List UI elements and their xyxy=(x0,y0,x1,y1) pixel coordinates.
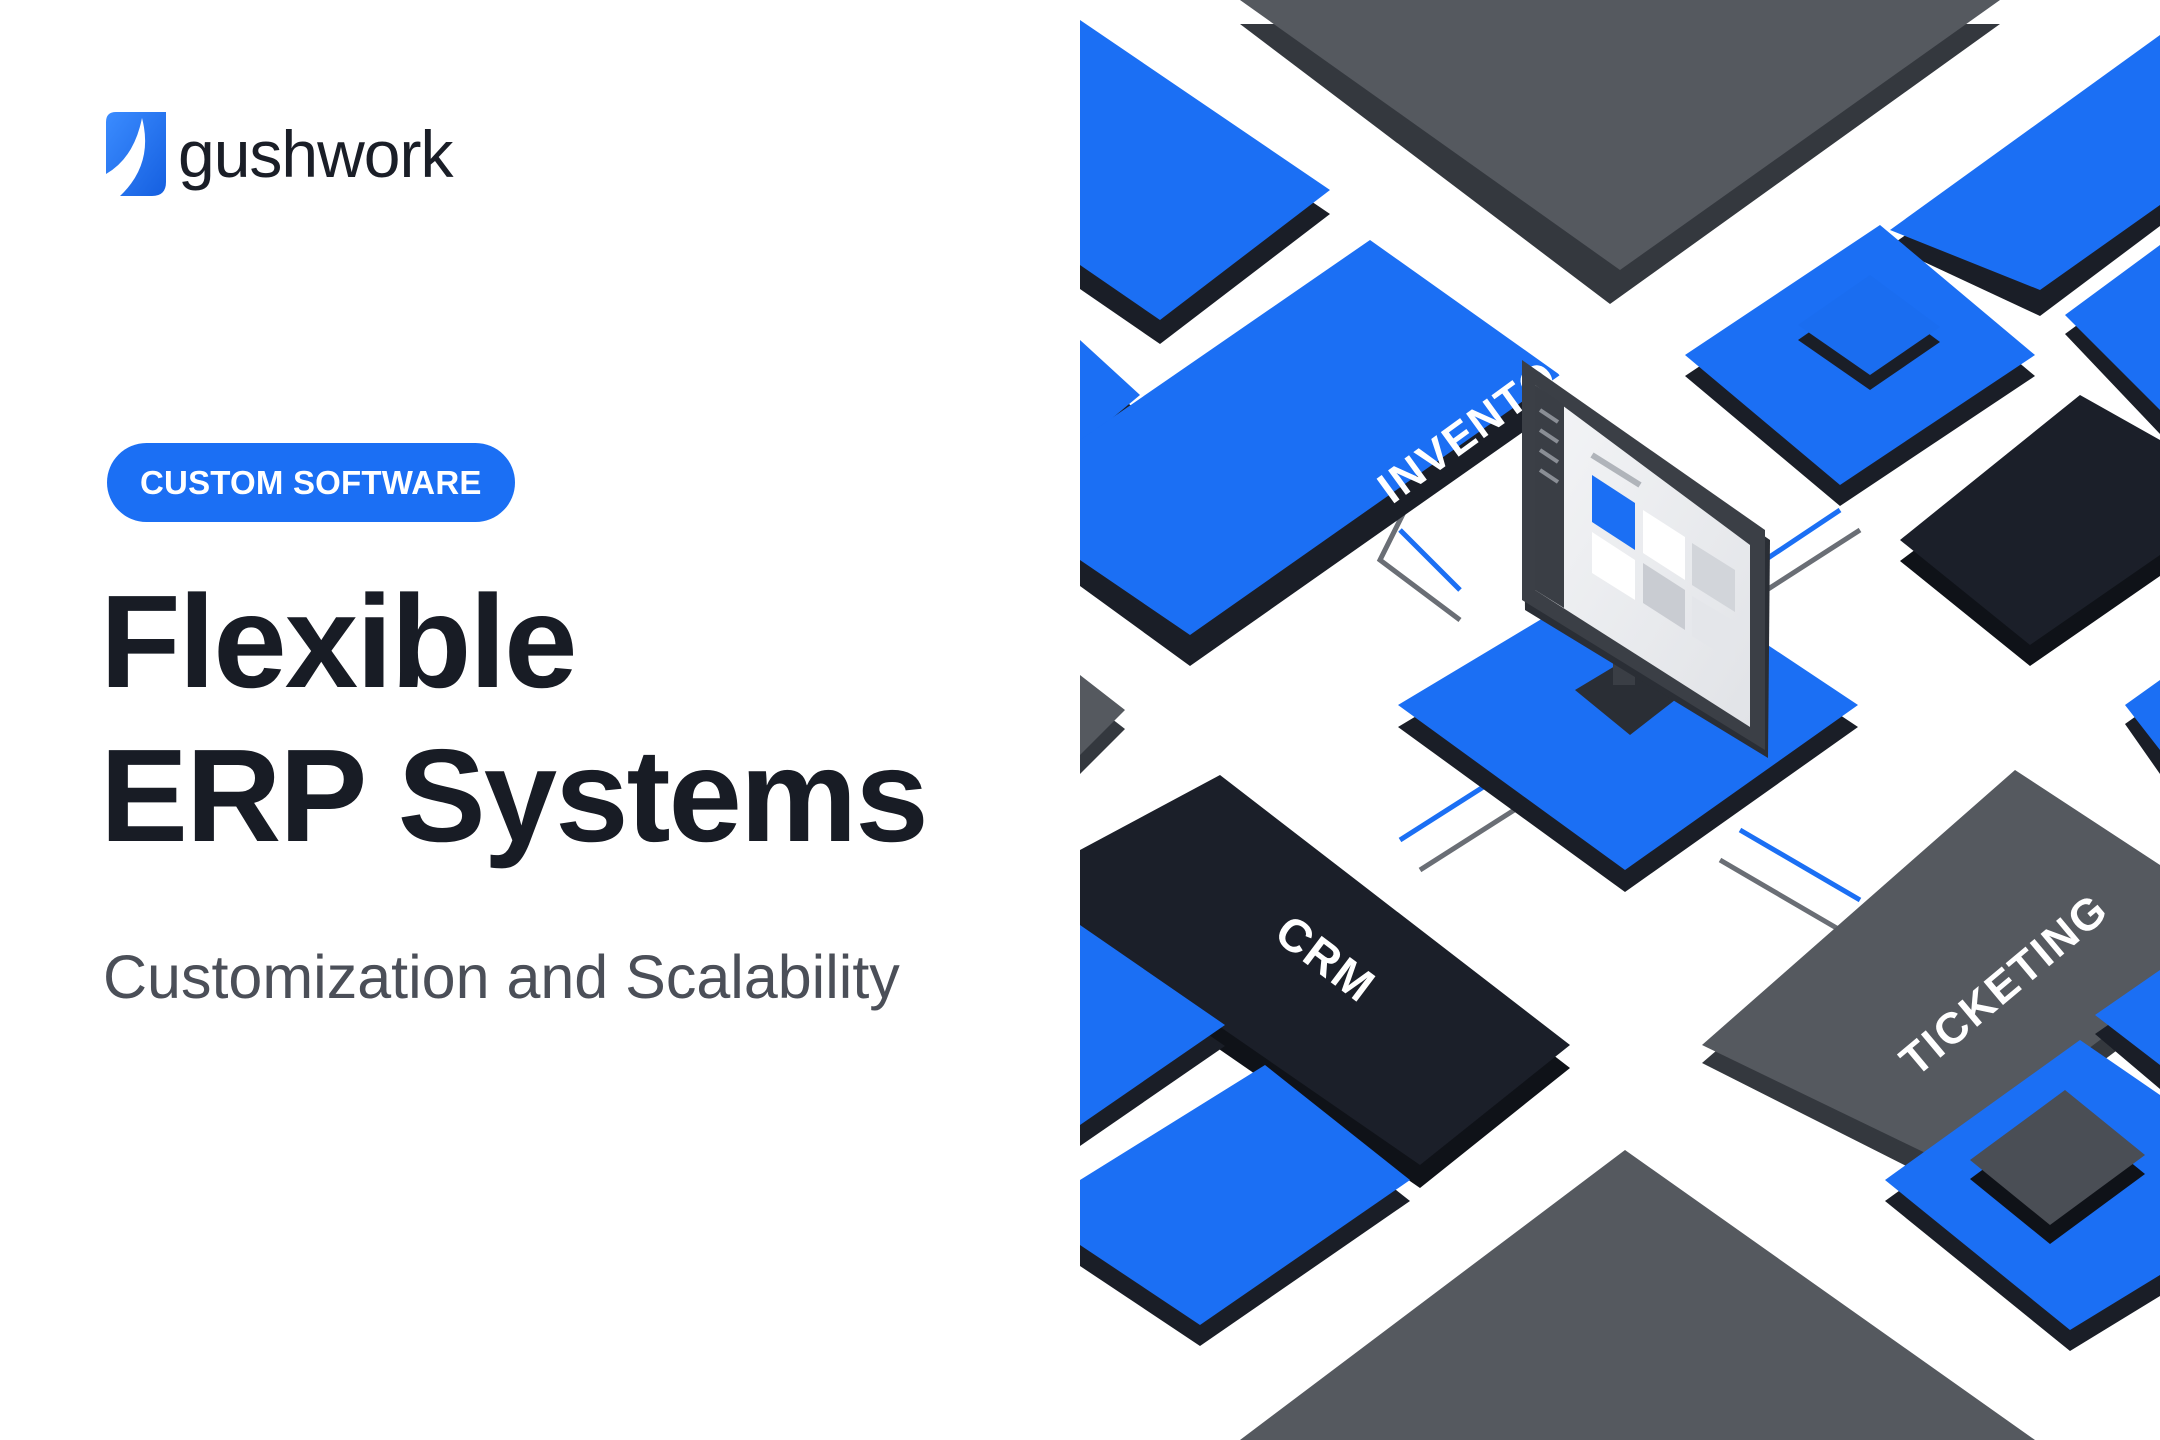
module-crm: CRM xyxy=(1080,775,1570,1188)
title-line-2: ERP Systems xyxy=(100,722,929,869)
category-badge: CUSTOM SOFTWARE xyxy=(107,443,515,522)
module-inventory: INVENTORY xyxy=(1080,240,1618,666)
slab-right-edge-blue-2 xyxy=(2095,970,2160,1089)
slab-right-small-blue xyxy=(2125,680,2160,774)
brand-logo[interactable]: gushwork xyxy=(106,112,453,196)
slab-bottom-left-blue-2 xyxy=(1080,1065,1410,1346)
slab-top-right-blue xyxy=(1890,35,2160,316)
text-panel: gushwork CUSTOM SOFTWARE Flexible ERP Sy… xyxy=(100,112,929,1011)
gushwork-logo-icon xyxy=(106,112,166,196)
slab-top-gray xyxy=(1240,0,2000,304)
slab-top-left-blue xyxy=(1080,20,1330,344)
slab-right-edge-blue xyxy=(2065,245,2160,434)
monitor-icon xyxy=(1522,360,1770,758)
slab-right-navy xyxy=(1900,395,2160,666)
slab-bottom-right-blue xyxy=(1885,1040,2160,1351)
slab-bottom-gray xyxy=(1240,1150,2035,1440)
slab-left-small-gray xyxy=(1080,675,1125,774)
page-subtitle: Customization and Scalability xyxy=(103,943,900,1011)
page-title: Flexible ERP Systems xyxy=(100,565,929,873)
slab-mid-right-blue xyxy=(1685,225,2035,506)
title-line-1: Flexible xyxy=(100,568,578,715)
slab-bottom-left-blue-1 xyxy=(1080,925,1225,1146)
brand-name: gushwork xyxy=(178,117,453,191)
isometric-illustration: INVENTORY xyxy=(1080,0,2160,1440)
